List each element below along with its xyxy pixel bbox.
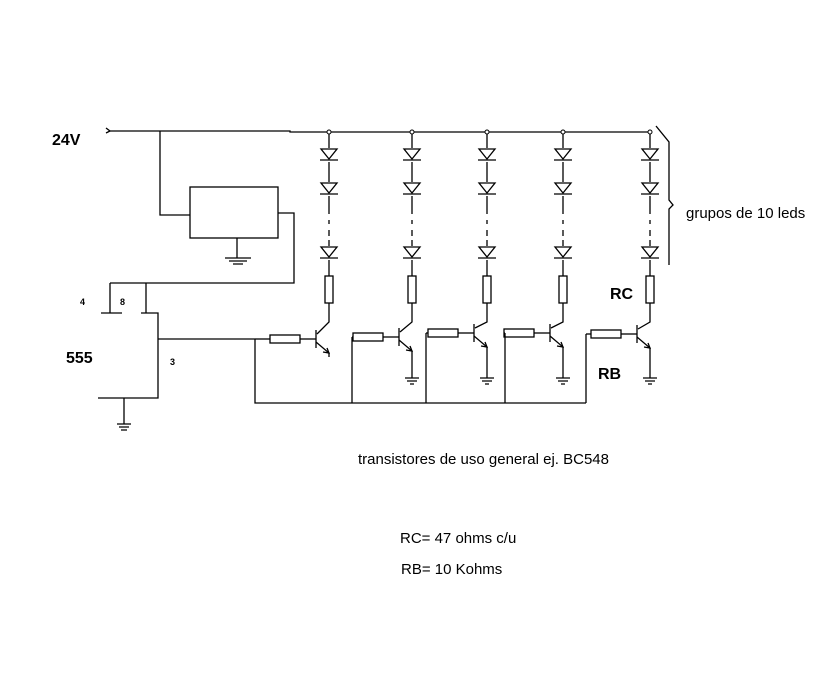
rb-label: RB <box>598 366 621 383</box>
led-icon <box>640 148 660 161</box>
pin-8-label: 8 <box>120 297 125 307</box>
collector-resistor <box>558 275 568 304</box>
collector-resistor <box>482 275 492 304</box>
junction-dot <box>560 129 566 135</box>
junction-dot <box>484 129 490 135</box>
ground-icon <box>643 377 657 385</box>
ground-icon <box>480 377 494 385</box>
led-string-stage <box>255 129 339 357</box>
led-icon <box>640 246 660 259</box>
led-icon <box>402 182 422 195</box>
led-string-stage <box>425 129 497 403</box>
led-icon <box>477 182 497 195</box>
led-icon <box>319 246 339 259</box>
timer-555 <box>98 283 255 431</box>
led-icon <box>553 182 573 195</box>
rc-label: RC <box>610 286 634 303</box>
base-resistor <box>590 329 622 339</box>
transistor-note: transistores de uso general ej. BC548 <box>358 451 609 468</box>
led-icon <box>640 182 660 195</box>
collector-resistor <box>324 275 334 304</box>
led-icon <box>319 148 339 161</box>
junction-dot <box>409 129 415 135</box>
rb-value-note: RB= 10 Kohms <box>401 561 502 578</box>
voltage-regulator-7812 <box>110 186 295 284</box>
led-icon <box>319 182 339 195</box>
ground-icon <box>405 377 419 385</box>
ground-icon <box>556 377 570 385</box>
timer-555-label: 555 <box>66 350 93 367</box>
collector-resistor <box>407 275 417 304</box>
pin-3-label: 3 <box>170 357 175 367</box>
collector-resistor <box>645 275 655 304</box>
base-resistor <box>269 334 301 344</box>
led-string-stage <box>503 129 573 403</box>
led-group-brace <box>655 125 674 265</box>
supply-rail <box>105 127 650 216</box>
led-icon <box>477 246 497 259</box>
base-resistor <box>427 328 459 338</box>
rc-value-note: RC= 47 ohms c/u <box>400 530 516 547</box>
pin-4-label: 4 <box>80 297 85 307</box>
junction-dot <box>647 129 653 135</box>
led-string-stage <box>585 129 660 403</box>
led-group-label: grupos de 10 leds <box>686 205 805 222</box>
led-string-stage <box>351 129 422 403</box>
led-icon <box>402 246 422 259</box>
led-icon <box>553 246 573 259</box>
led-icon <box>402 148 422 161</box>
junction-dot <box>326 129 332 135</box>
base-resistor <box>352 332 384 342</box>
base-bus <box>254 339 586 404</box>
base-resistor <box>503 328 535 338</box>
led-icon <box>553 148 573 161</box>
supply-voltage-label: 24V <box>52 132 81 149</box>
led-icon <box>477 148 497 161</box>
